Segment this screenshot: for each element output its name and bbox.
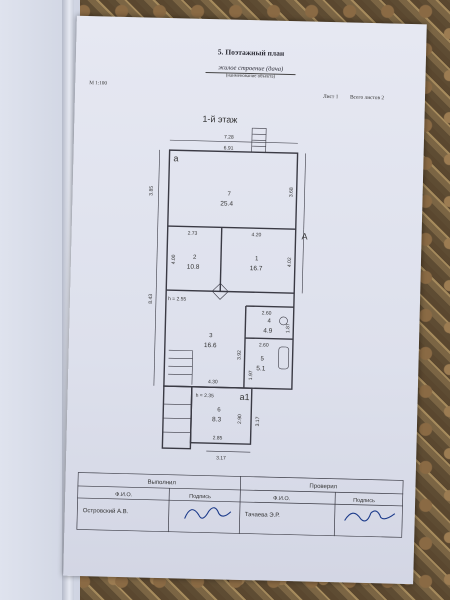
room-2-area: 10.8	[187, 264, 200, 271]
room-6-area: 8.3	[212, 416, 222, 423]
dim-room3-bottom: 4.30	[208, 379, 218, 385]
performer-name: Островский А.В.	[83, 507, 129, 515]
room-4-area: 4.9	[263, 327, 273, 334]
dim-right-top: 3.68	[289, 187, 295, 197]
height-annex: h = 2.35	[196, 393, 215, 399]
letter-a: a	[173, 153, 178, 163]
dim-top-inner: 6.91	[224, 145, 234, 151]
dim-room2-width: 2.73	[188, 231, 198, 237]
dim-annex-outer: 3.17	[216, 455, 226, 461]
dim-annex-height: 2.90	[237, 414, 243, 424]
dim-left-top: 3.85	[149, 186, 155, 196]
room-3-area: 16.6	[204, 342, 217, 349]
room-2-number: 2	[193, 255, 197, 261]
room-5-number: 5	[260, 356, 264, 362]
room-7-number: 7	[227, 192, 231, 198]
floor-plan-page: 5. Поэтажный план жилое строение (дача) …	[63, 15, 427, 585]
performer-signature	[184, 507, 232, 519]
dim-annex-inner: 2.85	[213, 435, 223, 441]
room-1-area: 16.7	[250, 265, 263, 272]
main-outline	[163, 149, 299, 390]
performed-header: Выполнил	[147, 480, 176, 487]
signature-table: Выполнил Проверил Ф.И.О. Подпись Ф.И.О. …	[76, 472, 404, 538]
checked-header: Проверил	[309, 484, 337, 491]
checker-name: Тачаева Э.Р.	[245, 512, 281, 519]
room-5-area: 5.1	[256, 365, 266, 372]
fio-header-left: Ф.И.О.	[115, 492, 133, 498]
fio-header-right: Ф.И.О.	[273, 496, 291, 502]
dim-left-total: 8.43	[148, 294, 154, 304]
signature-header-right: Подпись	[353, 498, 375, 505]
dim-top-outer: 7.28	[224, 134, 234, 140]
room-7-area: 25.4	[220, 200, 233, 207]
dim-room3-height: 3.92	[237, 350, 243, 360]
floor-plan-drawing: 7 25.4 2 10.8 1 16.7 4 4.9 3 16.6 5 5.1 …	[148, 127, 308, 462]
dim-room5-width: 2.60	[259, 342, 269, 348]
height-main: h = 2.55	[168, 296, 187, 302]
room-1-number: 1	[255, 256, 259, 262]
dim-room4-height: 1.87	[285, 323, 291, 333]
letter-a1: a1	[240, 392, 250, 402]
room-3-number: 3	[209, 333, 213, 339]
dim-room2-height: 4.00	[171, 254, 177, 264]
dim-annex-right: 3.17	[255, 416, 261, 426]
room-4-number: 4	[267, 319, 271, 325]
checker-signature	[344, 510, 396, 522]
dim-room5-height: 1.97	[248, 370, 254, 380]
signature-header-left: Подпись	[189, 494, 211, 501]
room-6-number: 6	[217, 407, 221, 413]
letter-A: A	[301, 231, 307, 241]
dim-room1-height: 4.02	[287, 257, 293, 267]
dim-room1-width: 4.20	[252, 232, 262, 238]
dim-room4-width: 2.60	[262, 310, 272, 316]
